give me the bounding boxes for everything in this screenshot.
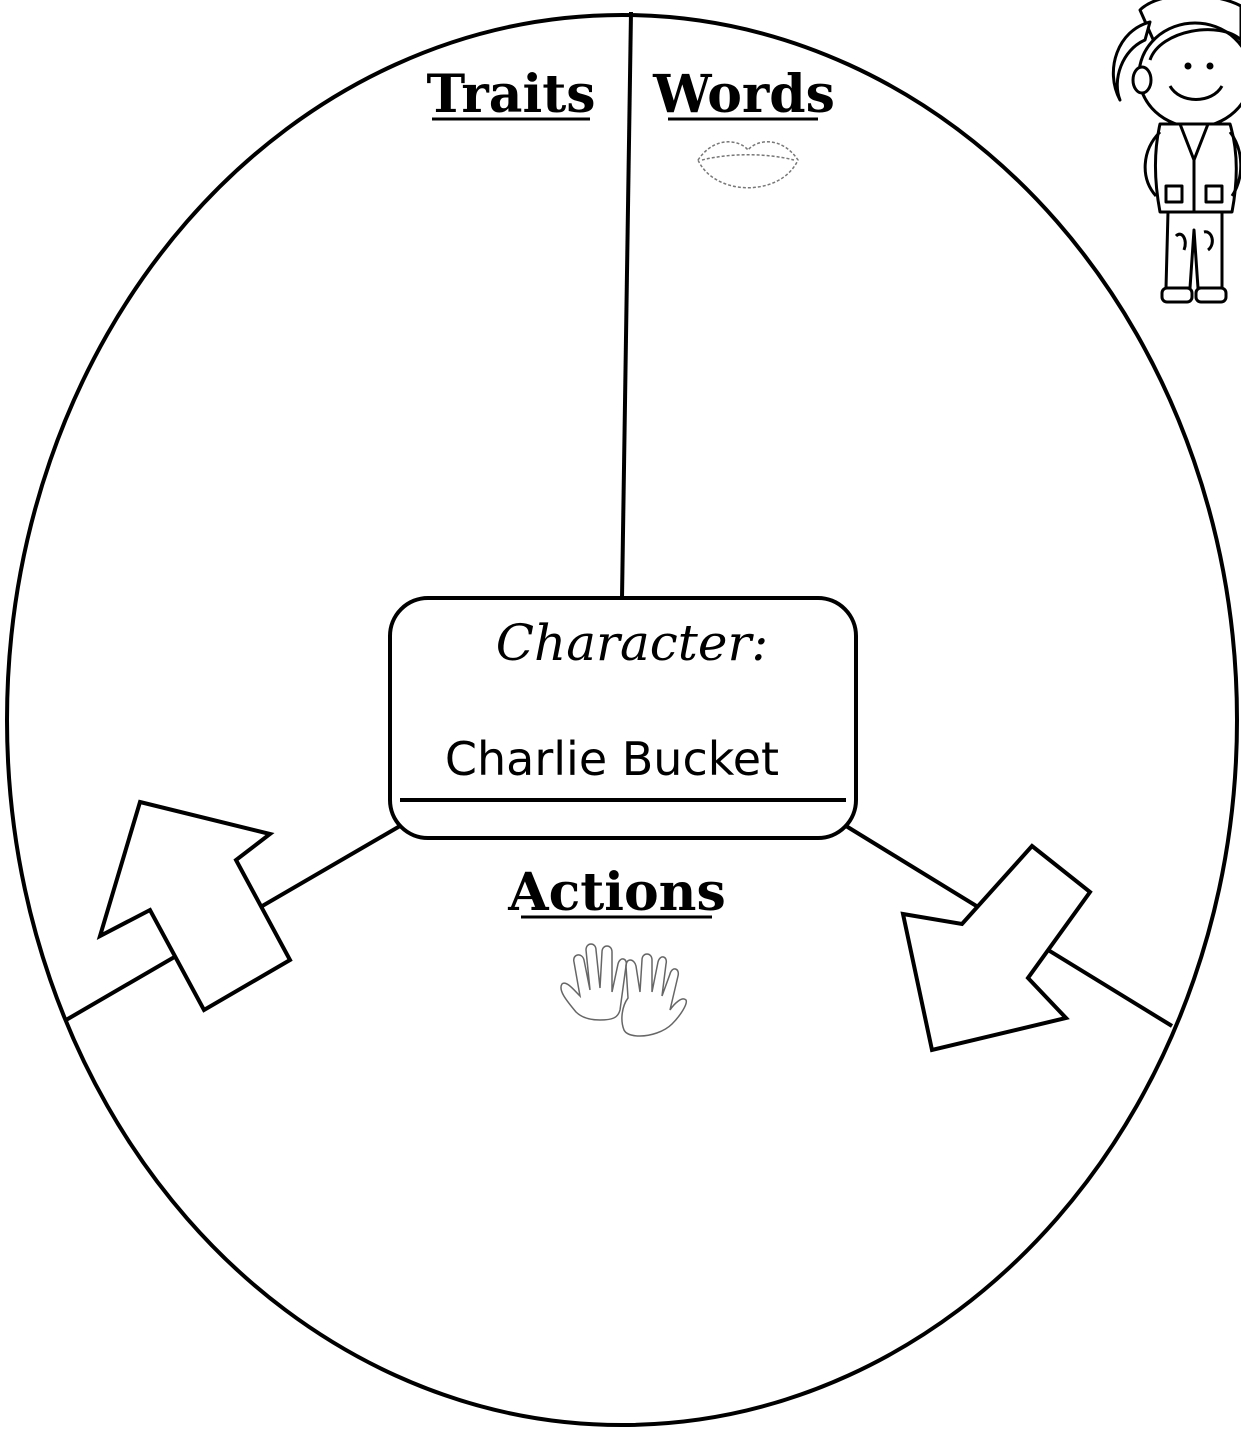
divider-top xyxy=(622,12,631,598)
words-heading: Words xyxy=(652,64,835,125)
arrow-up-left-icon xyxy=(100,802,290,1010)
traits-heading: Traits xyxy=(426,64,595,125)
character-title: Character: xyxy=(496,614,768,672)
actions-heading: Actions xyxy=(507,862,726,923)
lips-icon xyxy=(698,142,798,188)
hands-icon xyxy=(561,944,686,1036)
character-name: Charlie Bucket xyxy=(445,732,779,786)
child-clipart-icon xyxy=(1113,0,1241,302)
